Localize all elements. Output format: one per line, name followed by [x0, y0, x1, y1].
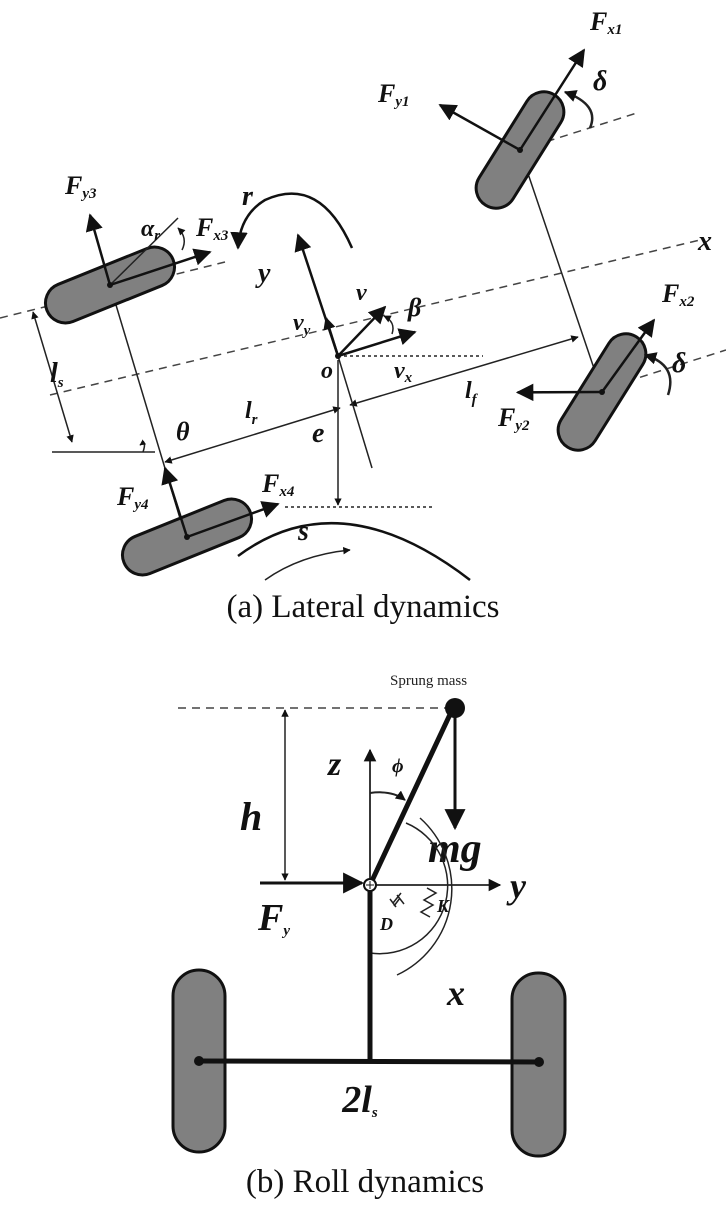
panel-roll-dynamics: Sprung mass h z ϕ mg y Fy D [171, 673, 567, 1200]
sprung-mass-point [445, 698, 465, 718]
vx-label: vx [394, 358, 413, 386]
front-axle-line [519, 149, 603, 393]
fy-force-label: Fy [257, 897, 290, 939]
velocity-v-arrow [337, 305, 387, 357]
wheel-rear-right [120, 466, 280, 577]
velocity-vy-arrow [323, 316, 340, 357]
e-label: e [312, 418, 324, 449]
v-label: v [356, 280, 367, 306]
velocity-vx-arrow [337, 328, 417, 358]
y-axis-extension [337, 355, 373, 469]
fy4-label: Fy4 [116, 482, 149, 513]
fx3-arrow [109, 248, 212, 287]
z-axis-label: z [327, 746, 342, 783]
wheel3-heading-line [109, 217, 179, 286]
fx2-label: Fx2 [661, 279, 695, 310]
alpha-r-arc [177, 227, 186, 251]
ls-label: ls [50, 358, 64, 391]
fx4-label: Fx4 [261, 469, 295, 500]
axle-line [198, 1058, 541, 1065]
origin-label: o [321, 358, 333, 384]
road-path-arc [237, 522, 471, 581]
wheel-rear-left [43, 213, 212, 325]
spring-label: K [436, 896, 451, 916]
right-wheel-hub [534, 1057, 544, 1067]
h-label: h [240, 794, 262, 839]
fy2-arrow [515, 383, 603, 402]
delta-front-right-label: δ [672, 348, 686, 379]
fy3-arrow [85, 213, 112, 286]
lr-label: lr [245, 398, 258, 428]
caption-lateral-dynamics: (a) Lateral dynamics [226, 589, 499, 625]
yaw-rate-label: r [242, 181, 254, 212]
beta-label: β [407, 293, 422, 322]
roll-y-axis-label: y [506, 866, 527, 906]
caption-roll-dynamics: (b) Roll dynamics [246, 1164, 484, 1200]
panel-lateral-dynamics: ls θ lr lf e s y r v vx [0, 7, 726, 625]
fy2-label: Fy2 [497, 403, 530, 434]
ls-dimension [31, 311, 74, 443]
phi-label: ϕ [392, 755, 404, 777]
mg-label: mg [428, 826, 482, 872]
lf-dimension [349, 335, 579, 407]
damper-arc [369, 822, 449, 955]
delta-arc-front-left [563, 90, 594, 129]
theta-label: θ [176, 417, 190, 446]
lr-dimension [164, 406, 341, 464]
s-label: s [297, 516, 309, 547]
roll-x-axis-label: x [446, 973, 465, 1013]
wheel-front-left [438, 48, 594, 210]
damper-symbol [389, 892, 405, 908]
lf-label: lf [465, 378, 479, 408]
yaw-rate-arc [230, 192, 354, 250]
roll-arm [367, 706, 456, 887]
fx1-label: Fx1 [589, 7, 622, 38]
delta-arc-front-right [643, 352, 672, 396]
spring-arc [396, 817, 453, 976]
s-arc-arrow [264, 546, 351, 581]
y-axis-label: y [255, 258, 271, 289]
fx1-arrow [518, 48, 586, 151]
fx2-arrow [600, 318, 656, 393]
delta-front-left-label: δ [593, 66, 607, 97]
phi-arc [369, 790, 406, 801]
fy1-arrow [438, 103, 521, 152]
fy1-label: Fy1 [377, 79, 410, 110]
left-wheel-hub [194, 1056, 204, 1066]
sprung-mass-label: Sprung mass [390, 673, 467, 689]
fx4-arrow [186, 501, 280, 539]
spring-symbol [419, 887, 438, 918]
beta-arc [383, 315, 394, 335]
track-width-label: 2ls [341, 1079, 378, 1121]
alpha-r-label: αr [141, 216, 160, 244]
fy3-label: Fy3 [64, 171, 97, 202]
damper-label: D [379, 914, 393, 934]
wheel-front-right [515, 318, 672, 452]
fy4-arrow [161, 466, 189, 538]
cg-origin-point [335, 353, 341, 359]
vy-label: vy [293, 310, 311, 339]
fx3-label: Fx3 [195, 213, 229, 244]
theta-arc [139, 439, 147, 453]
x-axis-label: x [697, 226, 712, 257]
